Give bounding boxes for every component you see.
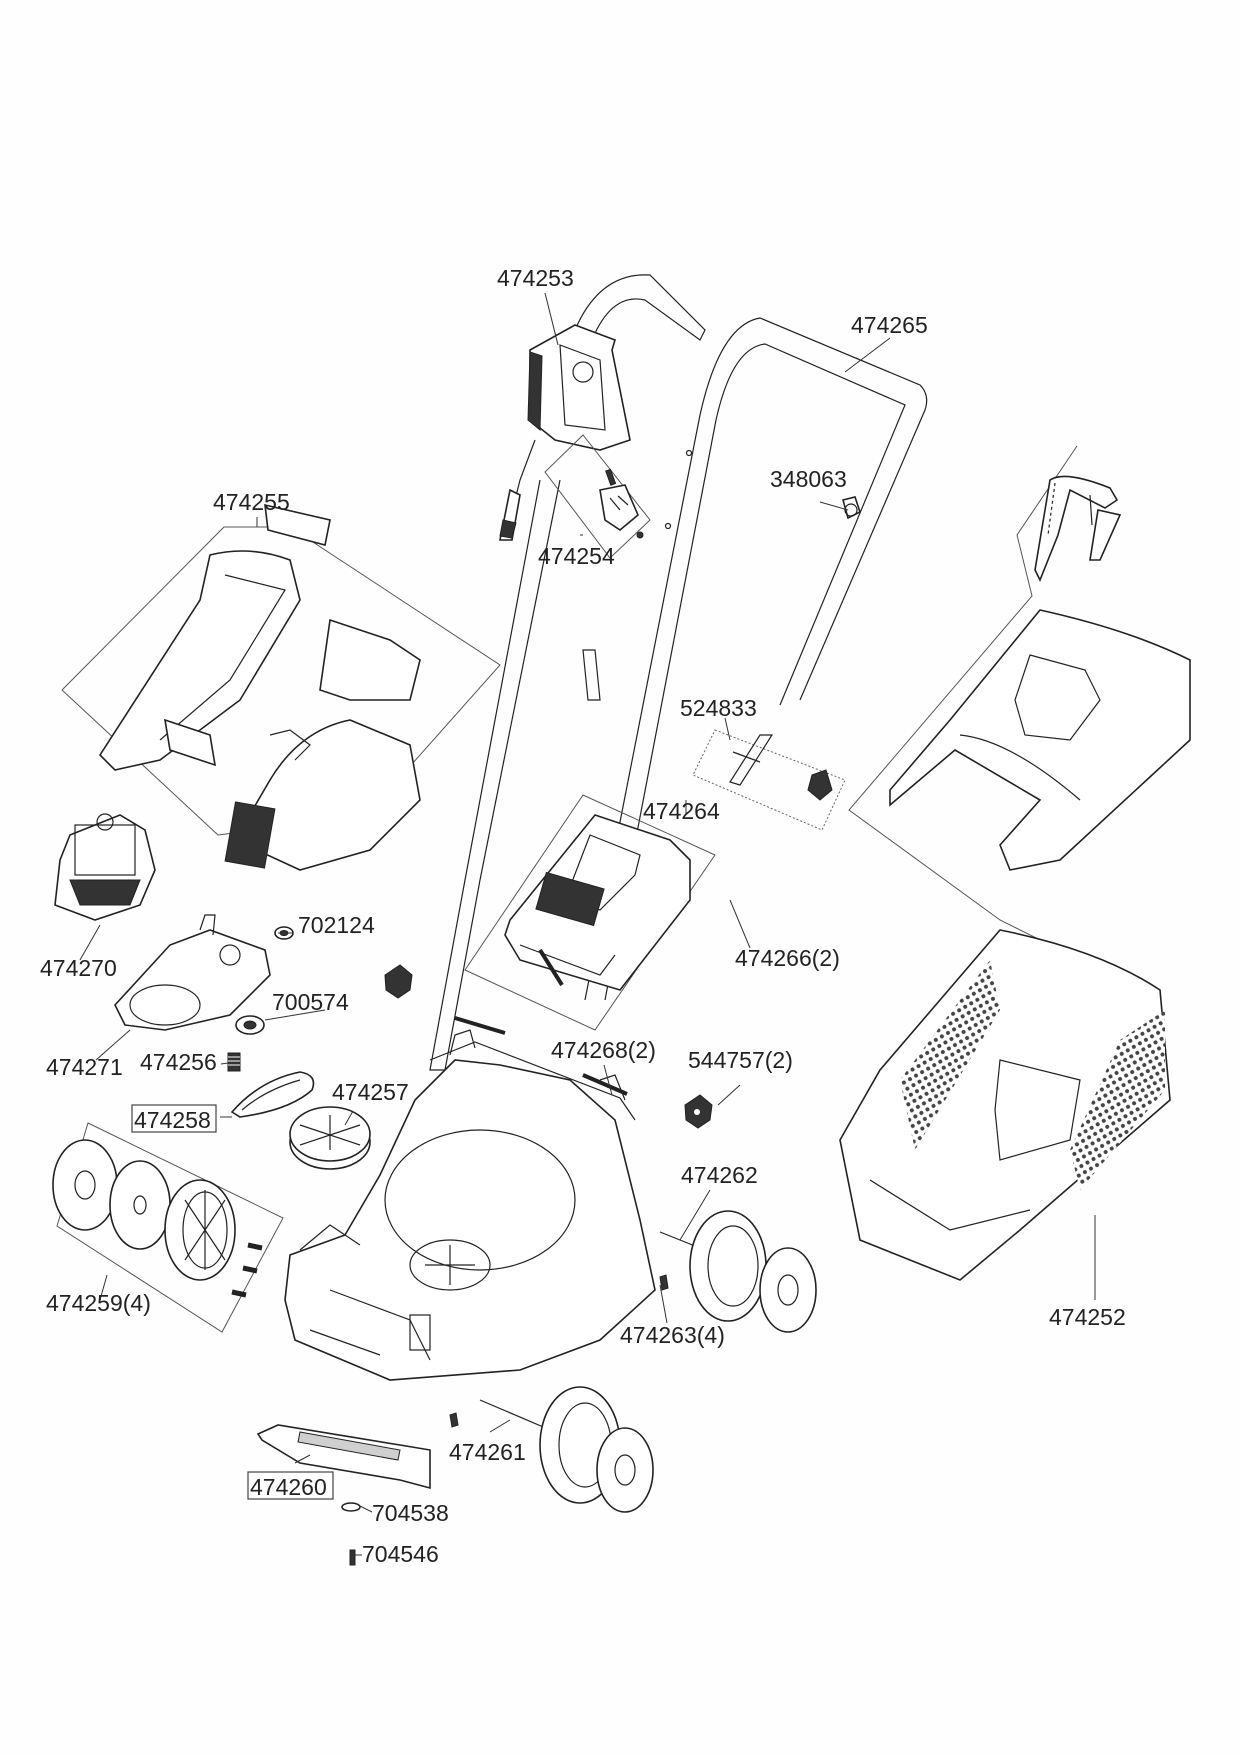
part-label-544757[interactable]: 544757(2) [688, 1047, 793, 1073]
part-label-700574[interactable]: 700574 [272, 989, 349, 1015]
star-knob-drawing [384, 964, 713, 1129]
part-label-474270[interactable]: 474270 [40, 955, 117, 981]
switch-box-drawing [499, 324, 631, 541]
part-label-474266[interactable]: 474266(2) [735, 945, 840, 971]
switch-insert-drawing [544, 434, 651, 559]
rear-wheel-set-drawing [52, 1122, 284, 1333]
mower-deck-drawing [284, 1029, 656, 1381]
part-label-474255[interactable]: 474255 [213, 489, 290, 515]
part-labels: 474253 474265 474255 348063 474254 52483… [40, 265, 1126, 1567]
part-label-524833[interactable]: 524833 [680, 695, 757, 721]
part-label-704546[interactable]: 704546 [362, 1541, 439, 1567]
upper-handle-drawing [584, 317, 928, 1001]
part-label-474258[interactable]: 474258 [134, 1107, 211, 1133]
spring-clip-drawing [449, 1274, 669, 1428]
blade-drawing [256, 1424, 431, 1490]
part-label-474268[interactable]: 474268(2) [551, 1037, 656, 1063]
part-label-474252[interactable]: 474252 [1049, 1304, 1126, 1330]
switch-handle-drawing [429, 274, 706, 1071]
part-label-474257[interactable]: 474257 [332, 1079, 409, 1105]
part-label-474260[interactable]: 474260 [250, 1474, 327, 1500]
part-label-474254[interactable]: 474254 [538, 543, 615, 569]
motor-drawing [54, 813, 156, 921]
part-label-474253[interactable]: 474253 [497, 265, 574, 291]
grassbox-drawing [839, 929, 1171, 1281]
boxed-part-frame-474258 [131, 1104, 217, 1133]
part-label-474259[interactable]: 474259(4) [46, 1290, 151, 1316]
grassbox-lid-drawing [848, 445, 1191, 1001]
hose-clip-drawing [842, 496, 861, 520]
part-label-474261[interactable]: 474261 [449, 1439, 526, 1465]
blade-screw-drawing [349, 1549, 356, 1566]
handle-bolts-drawing [454, 1016, 628, 1096]
part-label-704538[interactable]: 704538 [372, 1500, 449, 1526]
part-label-348063[interactable]: 348063 [770, 466, 847, 492]
battery-charger-drawing [464, 794, 716, 1031]
drive-belt-drawing [230, 1071, 315, 1118]
spring-drawing [227, 1052, 241, 1072]
part-label-474264[interactable]: 474264 [643, 798, 720, 824]
lower-handle-drawing [582, 649, 774, 786]
part-label-474263[interactable]: 474263(4) [620, 1322, 725, 1348]
body-cover-drawing [61, 503, 501, 871]
leader-lines [79, 292, 1096, 1556]
part-label-474265[interactable]: 474265 [851, 312, 928, 338]
motor-base-drawing [114, 914, 271, 1031]
front-axle-wheel-drawing [479, 1386, 654, 1513]
handle-fastener-drawing [692, 729, 846, 831]
part-label-702124[interactable]: 702124 [298, 912, 375, 938]
part-label-474256[interactable]: 474256 [140, 1049, 217, 1075]
part-label-474262[interactable]: 474262 [681, 1162, 758, 1188]
part-label-474271[interactable]: 474271 [46, 1054, 123, 1080]
pulley-drawing [289, 1106, 371, 1170]
boxed-part-frame-474260 [247, 1471, 334, 1500]
blade-washer-drawing [341, 1502, 361, 1512]
rear-axle-wheel-drawing [659, 1210, 817, 1333]
bearing-700574-drawing [235, 1015, 265, 1035]
